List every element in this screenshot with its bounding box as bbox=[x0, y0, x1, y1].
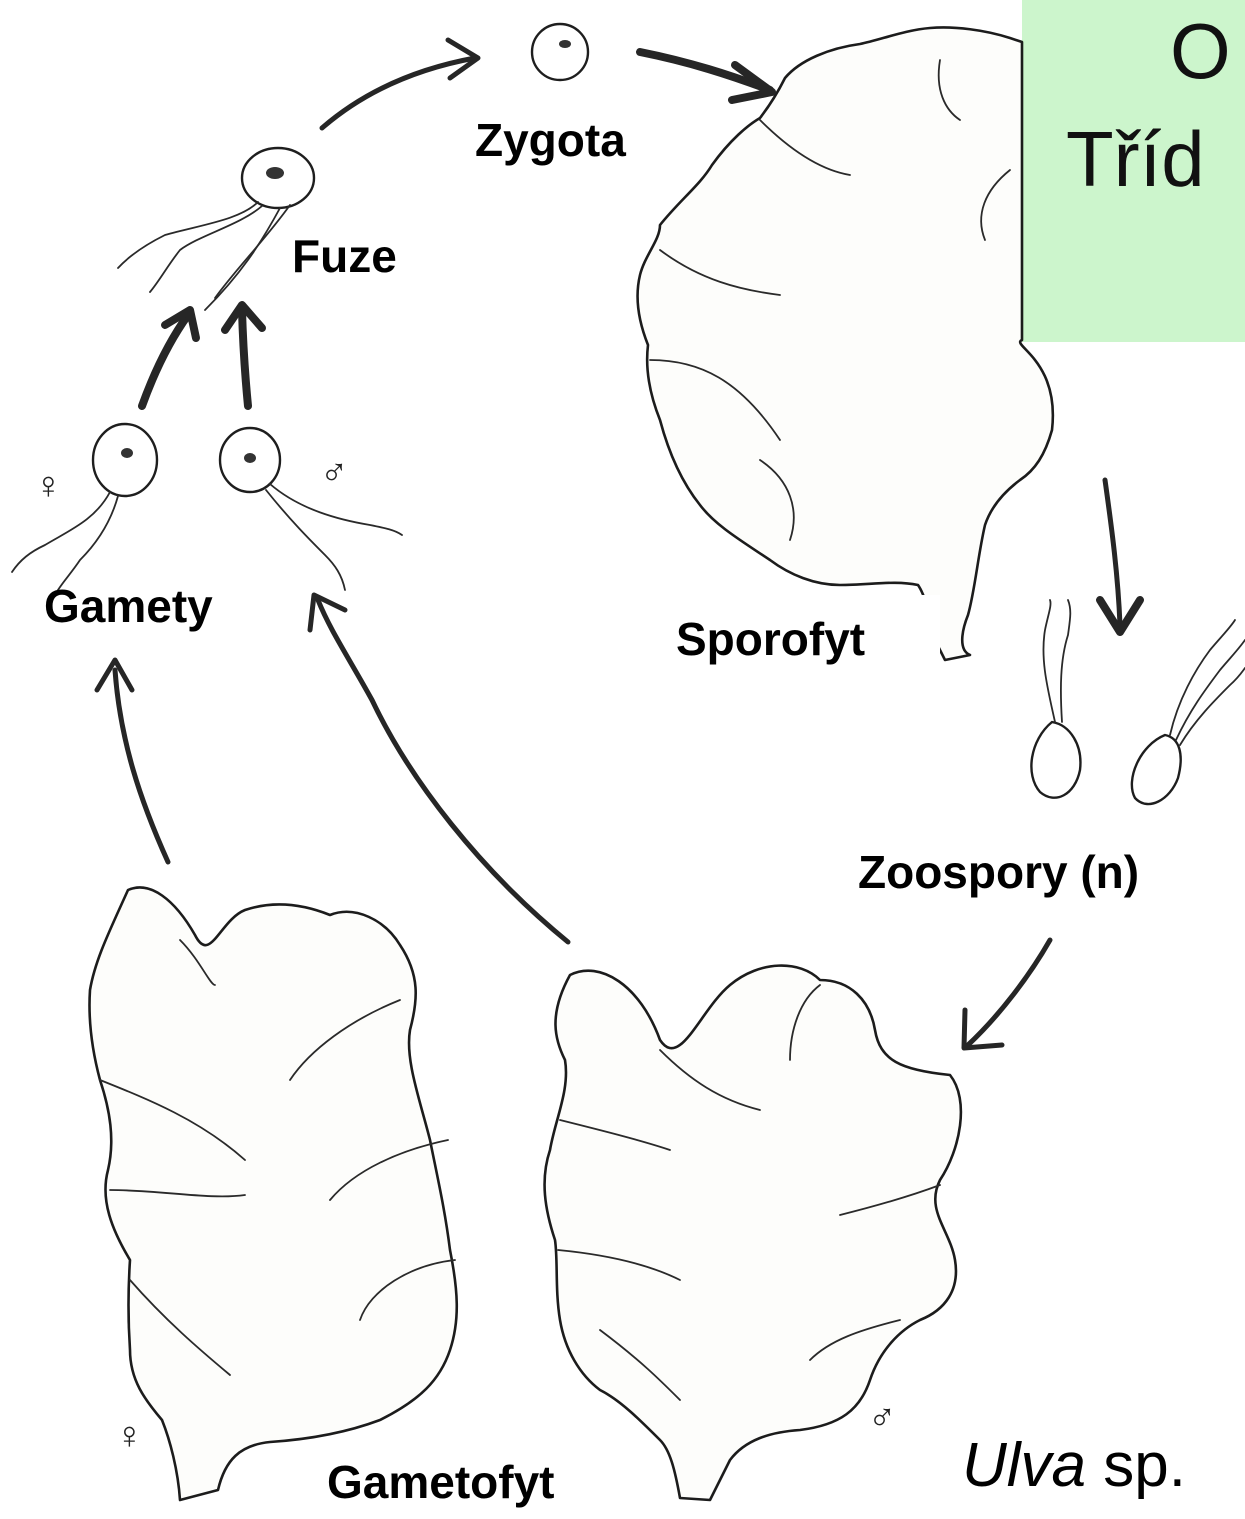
female-gametophyte-thallus bbox=[89, 887, 456, 1500]
zygote-cell bbox=[532, 24, 588, 80]
arrow-sporophyte-to-zoospores bbox=[1100, 480, 1140, 632]
species-suffix: sp. bbox=[1086, 1431, 1186, 1500]
arrow-male-gametophyte-to-gametes bbox=[310, 595, 568, 942]
label-gametofyt: Gametofyt bbox=[327, 1456, 554, 1508]
female-gamete-symbol: ♀ bbox=[34, 465, 63, 507]
arrow-zoospores-to-gametophyte bbox=[964, 940, 1050, 1048]
male-gamete bbox=[220, 428, 402, 590]
label-zygota: Zygota bbox=[475, 114, 626, 166]
label-sporofyt: Sporofyt bbox=[676, 613, 865, 665]
arrow-male-gamete-to-fusion bbox=[225, 305, 262, 406]
sporophyte-thallus bbox=[638, 27, 1053, 660]
title-line-2: Tříd bbox=[1066, 115, 1205, 203]
label-zoospory: Zoospory (n) bbox=[858, 846, 1139, 898]
female-gametophyte-symbol: ♀ bbox=[115, 1415, 144, 1457]
arrow-fuze-to-zygote bbox=[322, 40, 478, 128]
species-name: Ulva sp. bbox=[962, 1431, 1186, 1500]
arrow-zygote-to-sporophyte bbox=[640, 52, 772, 100]
label-fuze: Fuze bbox=[292, 230, 397, 282]
species-genus: Ulva bbox=[962, 1431, 1086, 1500]
female-gamete bbox=[12, 424, 157, 595]
male-gametophyte-thallus bbox=[545, 966, 961, 1500]
male-gamete-symbol: ♂ bbox=[320, 452, 349, 494]
title-box: O Tříd bbox=[1022, 0, 1245, 342]
zoospore-right bbox=[1132, 620, 1245, 804]
title-line-1: O bbox=[1170, 7, 1231, 95]
zoospore-left bbox=[1031, 600, 1080, 798]
arrow-female-gametophyte-to-gametes bbox=[97, 660, 168, 862]
arrow-female-gamete-to-fusion bbox=[142, 310, 196, 406]
fusion-cell bbox=[118, 148, 314, 310]
label-gamety: Gamety bbox=[44, 580, 213, 632]
male-gametophyte-symbol: ♂ bbox=[868, 1397, 897, 1439]
